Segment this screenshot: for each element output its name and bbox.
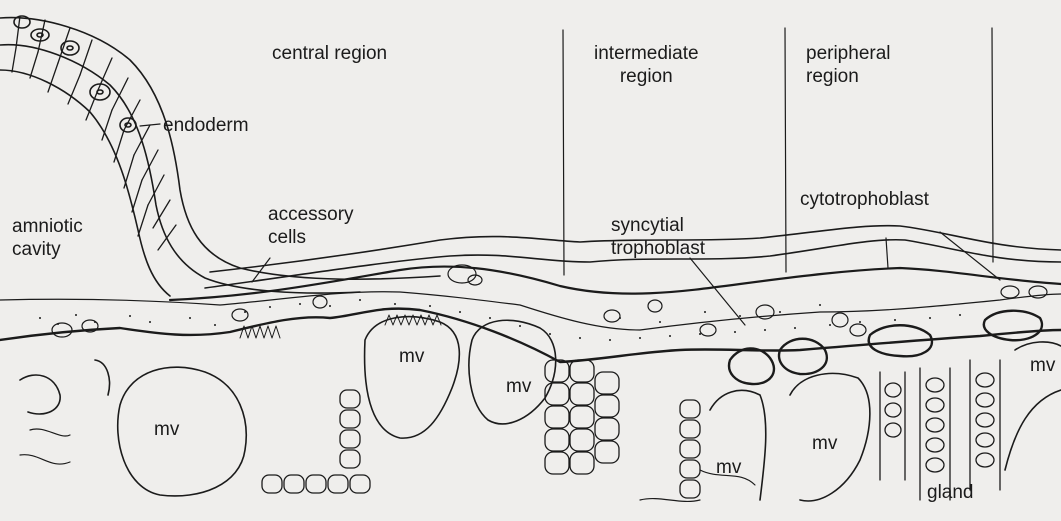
vessel-outline-9 — [95, 360, 109, 395]
accessory-cells-pointer — [252, 258, 270, 282]
mv-label: mv — [506, 375, 531, 398]
mv-label: mv — [812, 432, 837, 455]
mv-label: mv — [154, 418, 179, 441]
vessel-outline-4 — [710, 390, 766, 500]
gland-column-2 — [970, 360, 1000, 490]
accessory-cells-label: accessory cells — [268, 203, 354, 249]
divider-peripheral-edge — [992, 28, 993, 262]
peripheral-region-label: peripheral region — [806, 42, 891, 88]
gland-label: gland — [927, 481, 974, 504]
cytotrophoblast-label: cytotrophoblast — [800, 188, 929, 211]
mv-label: mv — [399, 345, 424, 368]
vessel-outline-6 — [1015, 342, 1061, 350]
gland-cells — [885, 373, 994, 472]
vessel-outline-1 — [118, 367, 246, 496]
vessel-outline-3 — [469, 320, 556, 424]
cytotrophoblast-pointer-1 — [886, 238, 888, 268]
syncytial-trophoblast-label: syncytial trophoblast — [611, 214, 705, 260]
syncytial-pointer — [690, 258, 745, 325]
vessel-outline-2 — [365, 317, 460, 438]
mv-label: mv — [716, 456, 741, 479]
vessel-outline-8 — [20, 375, 60, 414]
intermediate-region-label: intermediate region — [594, 42, 699, 88]
divider-central-intermediate — [563, 30, 564, 275]
mv-label: mv — [1030, 354, 1055, 377]
decidual-cell-cluster — [262, 360, 700, 498]
central-region-label: central region — [272, 42, 387, 65]
endoderm-label: endoderm — [163, 114, 249, 137]
amniotic-cavity-label: amniotic cavity — [12, 215, 83, 261]
cytotrophoblast-clusters — [729, 311, 1042, 384]
syncytial-band — [0, 265, 1061, 362]
vessel-outline-7 — [1005, 390, 1061, 470]
